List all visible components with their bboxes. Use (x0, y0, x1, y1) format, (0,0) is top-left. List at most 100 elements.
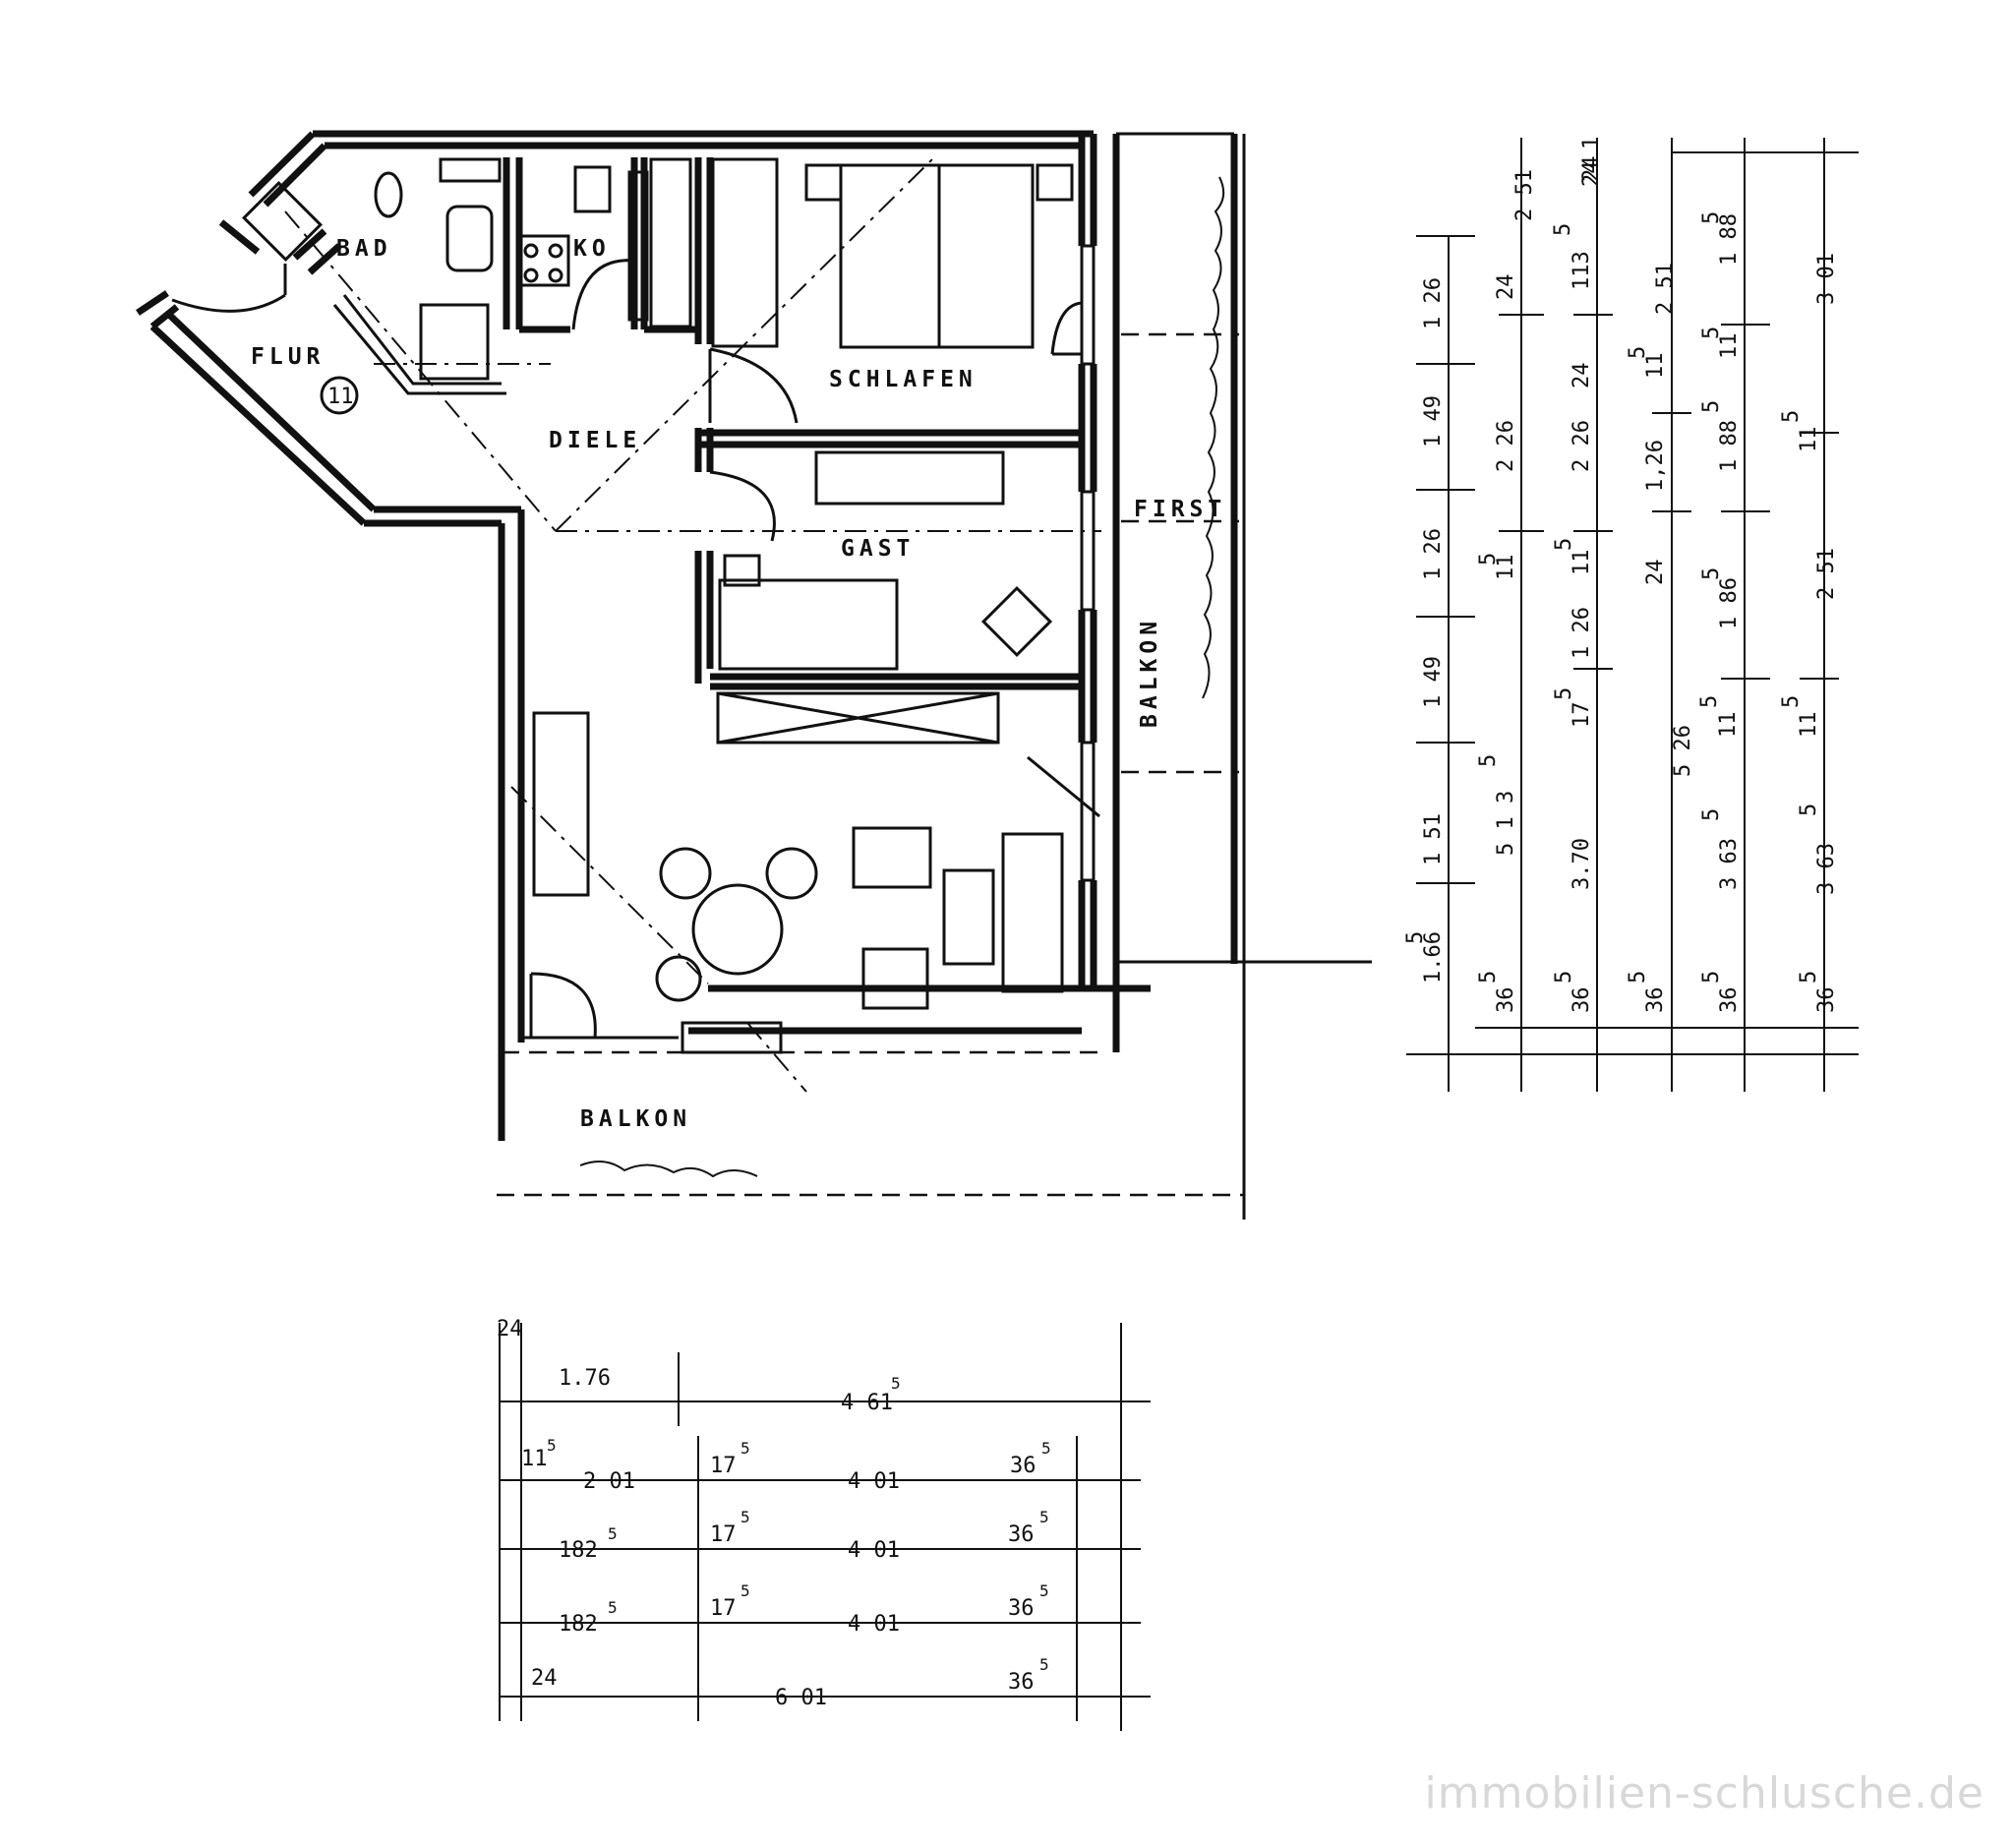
label-first: FIRST (1134, 497, 1226, 522)
dim-r3-3: 5 (740, 1508, 750, 1526)
dim-c2-1: 11 (1494, 555, 1518, 581)
interior-walls (292, 157, 1082, 690)
dimension-lines-right (1406, 138, 1859, 1092)
dimension-text-bottom: 24 1.76 4 61 5 11 5 2 01 17 5 4 01 36 5 … (497, 1317, 1051, 1710)
dim-c6-8: 36 (1814, 987, 1839, 1014)
dim-c6-2: 5 (1779, 410, 1804, 423)
dim-c5-10: 36 (1717, 987, 1742, 1014)
dim-r4-6: 5 (1039, 1581, 1049, 1600)
dimension-lines-bottom (499, 1323, 1151, 1731)
dim-c4-9: 5 (1626, 971, 1650, 984)
dim-c5-4: 1 88 (1717, 420, 1742, 472)
dim-r5-2: 36 (1008, 1670, 1035, 1695)
marker-circle (320, 376, 359, 415)
dim-c4-0: 1 (1579, 137, 1604, 149)
roof-lines (284, 156, 1372, 1197)
dim-r1-0: 24 (497, 1317, 523, 1341)
dim-r2-3: 17 (710, 1454, 737, 1478)
dim-c4-7: 5 26 (1671, 725, 1695, 777)
dim-c1-0: 1 26 (1421, 277, 1446, 329)
dim-r1-2: 4 61 (841, 1391, 893, 1415)
dim-c4-2: 2 51 (1653, 263, 1678, 315)
dim-c3-10: 5 (1552, 687, 1576, 700)
dim-c5-2: 11 (1717, 333, 1742, 360)
dim-c1-1: 1 49 (1421, 395, 1446, 447)
dim-r3-2: 17 (710, 1522, 737, 1547)
dim-r4-4: 4 01 (848, 1612, 900, 1637)
dim-c1-3: 1 49 (1421, 656, 1446, 708)
dim-c5-1: 5 (1699, 211, 1724, 224)
dim-c2-0: 2 26 (1494, 420, 1518, 472)
label-diele: DIELE (549, 428, 641, 453)
dim-c5-12: 11 (1797, 712, 1821, 739)
dim-c5-13: 5 (1779, 695, 1804, 708)
doors (171, 259, 1100, 1039)
dim-r2-2: 2 01 (583, 1469, 635, 1494)
dim-c4-6: 24 (1643, 560, 1668, 586)
dim-c5-5: 5 (1699, 400, 1724, 413)
dim-r1-1: 1.76 (559, 1366, 611, 1391)
dim-c3-2: 24 (1570, 363, 1594, 389)
dim-c2-3: 5 1 3 (1494, 791, 1518, 856)
dim-c6-3: 2 51 (1814, 548, 1839, 600)
dim-c5-8: 3 63 (1717, 838, 1742, 890)
dim-c5-3: 5 (1699, 327, 1724, 339)
dim-c2-2: 5 (1476, 553, 1501, 566)
dim-c3-11: 3.70 (1570, 838, 1594, 890)
dim-c4-5: 1,26 (1643, 440, 1668, 492)
dim-c4-3: 11 (1643, 353, 1668, 380)
dim-r2-4: 5 (740, 1439, 750, 1458)
dim-r2-6: 36 (1010, 1454, 1037, 1478)
dim-r1-3: 5 (891, 1374, 901, 1393)
dim-r3-4: 4 01 (848, 1538, 900, 1563)
dim-c5-6: 1 86 (1717, 577, 1742, 629)
dim-r3-0: 182 (559, 1538, 598, 1563)
dim-r4-5: 36 (1008, 1596, 1035, 1621)
dim-r2-5: 4 01 (848, 1469, 900, 1494)
dim-c6-7: 5 (1797, 804, 1821, 816)
dim-r2-7: 5 (1041, 1439, 1051, 1458)
dim-r2-1: 5 (547, 1436, 557, 1455)
watermark: immobilien-schlusche.de (1424, 1768, 1984, 1818)
dim-c3-9: 17 (1570, 702, 1594, 729)
dim-c6-9: 5 (1797, 971, 1821, 984)
dim-r3-6: 5 (1039, 1508, 1049, 1526)
dim-c6-5: 5 (1697, 695, 1722, 708)
dim-c3-7: 5 (1552, 538, 1576, 551)
dim-c3-4: 5 (1551, 223, 1575, 236)
dim-c5-0: 1 88 (1717, 213, 1742, 266)
dim-c3-8: 1 26 (1570, 607, 1594, 659)
dim-c3-0: 2 51 (1512, 169, 1537, 221)
dim-r4-0: 182 (559, 1612, 598, 1637)
dim-c4-4: 5 (1626, 346, 1650, 359)
label-gast: GAST (841, 536, 915, 562)
furniture (241, 157, 1074, 1054)
dim-c2-5: 36 (1494, 987, 1518, 1014)
dim-r3-1: 5 (608, 1524, 618, 1543)
dim-r5-1: 6 01 (775, 1686, 827, 1710)
dim-c1-4: 1 51 (1421, 813, 1446, 865)
dimension-text-right: 1 26 1 49 1 26 1 49 1 51 1.66 5 2 26 1 1 … (1403, 137, 1839, 1013)
dim-r4-2: 17 (710, 1596, 737, 1621)
dim-c1-5: 1.66 (1421, 931, 1446, 984)
room-labels: BAD KO FLUR DIELE SCHLAFEN GAST FIRST BA… (251, 236, 1226, 1132)
dim-c1-6: 5 (1403, 931, 1428, 944)
dim-c2-7: 24 (1494, 274, 1518, 301)
dim-c2-6: 5 (1476, 971, 1501, 984)
dim-c6-4: 11 (1716, 712, 1741, 739)
dim-c5-11: 5 (1699, 971, 1724, 984)
dim-c3-13: 5 (1552, 971, 1576, 984)
dim-r2-0: 11 (521, 1447, 548, 1471)
dim-r4-3: 5 (740, 1581, 750, 1600)
dim-c3-5: 2 26 (1570, 420, 1594, 472)
dim-c5-9: 5 (1699, 808, 1724, 821)
dim-r3-5: 36 (1008, 1522, 1035, 1547)
dim-c6-0: 3 01 (1814, 253, 1839, 305)
dim-c6-6: 3 63 (1814, 843, 1839, 895)
label-ko: KO (573, 236, 611, 262)
dim-c3-1: 24 (1579, 161, 1604, 188)
label-flur: FLUR (251, 344, 325, 370)
dim-c3-12: 36 (1570, 987, 1594, 1014)
label-bad: BAD (336, 236, 392, 262)
